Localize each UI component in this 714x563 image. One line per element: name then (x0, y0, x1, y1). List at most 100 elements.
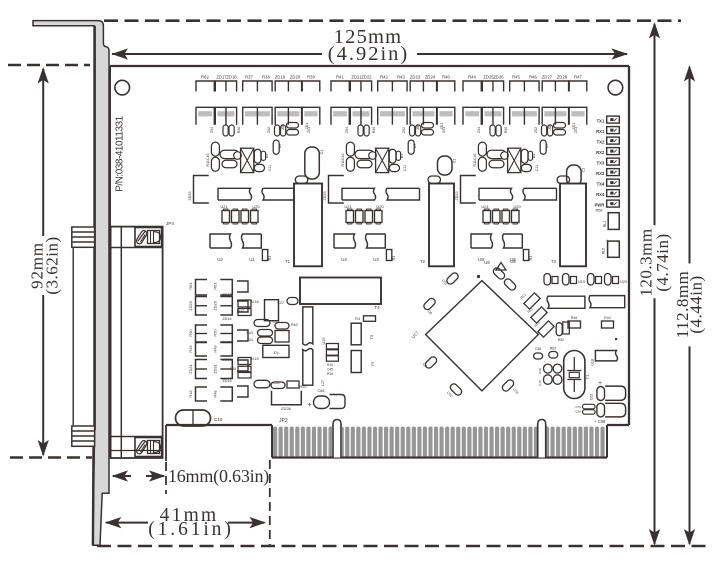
svg-text:ZD25: ZD25 (483, 75, 494, 80)
svg-text:R48: R48 (188, 390, 193, 397)
svg-text:C45: C45 (327, 368, 333, 372)
svg-text:R48: R48 (213, 390, 218, 397)
svg-text:C9: C9 (422, 362, 428, 368)
svg-text:RL2: RL2 (527, 307, 534, 314)
svg-text:ZD19: ZD19 (275, 75, 286, 80)
svg-text:ZD26: ZD26 (281, 406, 292, 411)
svg-text:C9: C9 (278, 144, 282, 149)
svg-text:D1: D1 (400, 154, 404, 159)
svg-text:U8: U8 (478, 257, 484, 262)
svg-text:U3: U3 (373, 257, 379, 262)
svg-text:R39: R39 (307, 75, 315, 80)
svg-text:R1: R1 (392, 256, 396, 261)
svg-text:C9: C9 (413, 144, 417, 149)
svg-text:RU2: RU2 (237, 309, 244, 313)
svg-text:ZD17: ZD17 (216, 75, 227, 80)
svg-text:RL5: RL5 (602, 248, 606, 255)
svg-text:R41: R41 (336, 75, 344, 80)
svg-text:+ C98: + C98 (594, 419, 606, 424)
svg-text:U20: U20 (252, 204, 260, 209)
svg-text:16mm(0.63in): 16mm(0.63in) (168, 466, 269, 487)
svg-text:R10: R10 (327, 363, 333, 367)
svg-text:ZD29: ZD29 (188, 301, 193, 311)
svg-text:ZD1: ZD1 (440, 123, 444, 130)
svg-text:ZD27: ZD27 (542, 75, 553, 80)
svg-text:C15: C15 (538, 380, 542, 386)
svg-text:Z04: Z04 (477, 127, 481, 133)
svg-text:U18: U18 (591, 359, 595, 366)
svg-text:JP4: JP4 (166, 221, 174, 226)
svg-text:U21: U21 (344, 204, 352, 209)
svg-text:R44: R44 (468, 75, 476, 80)
svg-text:R49: R49 (188, 345, 193, 352)
svg-text:R1: R1 (529, 256, 533, 261)
svg-text:R11C46: R11C46 (341, 154, 345, 167)
svg-text:R52: R52 (558, 338, 564, 342)
svg-text:-D(-: -D(- (273, 350, 281, 355)
svg-text:C1: C1 (582, 168, 586, 173)
svg-text:D1: D1 (265, 154, 269, 159)
svg-text:C53: C53 (512, 388, 519, 395)
svg-text:C11: C11 (268, 165, 272, 171)
svg-text:U15: U15 (251, 356, 259, 361)
svg-text:T6: T6 (370, 361, 375, 366)
svg-text:C56: C56 (535, 347, 541, 351)
svg-text:R26: R26 (538, 368, 542, 374)
svg-text:C25: C25 (273, 320, 280, 324)
svg-text:R43: R43 (397, 75, 405, 80)
svg-text:+: + (307, 402, 311, 409)
svg-text:CA3: CA3 (246, 331, 253, 335)
svg-text:112.8mm: 112.8mm (673, 271, 692, 339)
svg-text:R37: R37 (245, 75, 253, 80)
svg-text:ZD28: ZD28 (557, 75, 568, 80)
svg-text:Z04: Z04 (210, 127, 214, 133)
svg-text:R11C46: R11C46 (473, 154, 477, 167)
svg-text:(1.61in): (1.61in) (148, 519, 233, 540)
svg-text:R42: R42 (380, 75, 388, 80)
svg-text:RL1: RL1 (520, 293, 527, 300)
svg-text:R45: R45 (512, 75, 520, 80)
svg-text:R62: R62 (550, 347, 556, 351)
svg-text:R30: R30 (237, 127, 241, 134)
svg-text:U20: U20 (513, 204, 521, 209)
svg-text:(4.44in): (4.44in) (687, 275, 706, 333)
svg-text:R16: R16 (327, 372, 333, 376)
svg-text:ZD24: ZD24 (425, 75, 436, 80)
svg-text:ZD1: ZD1 (305, 123, 309, 130)
svg-text:U6: U6 (484, 260, 490, 265)
svg-text:C9: C9 (545, 144, 549, 149)
svg-text:ZD31: ZD31 (213, 364, 218, 374)
svg-text:U1: U1 (249, 257, 255, 262)
svg-text:C62: C62 (590, 394, 594, 400)
svg-text:RJ6: RJ6 (230, 367, 236, 371)
svg-text:ZD14: ZD14 (222, 317, 231, 321)
svg-text:U17: U17 (410, 330, 419, 339)
svg-text:U19: U19 (578, 280, 585, 284)
svg-text:ZD20: ZD20 (290, 75, 301, 80)
svg-text:+: + (607, 210, 610, 215)
svg-text:41mm: 41mm (160, 505, 219, 526)
svg-text:U5: U5 (510, 259, 516, 264)
svg-text:JD2: JD2 (281, 124, 285, 130)
svg-text:U21: U21 (481, 204, 489, 209)
svg-text:TX2: TX2 (597, 139, 605, 144)
svg-text:Y1: Y1 (585, 374, 590, 380)
svg-text:92mm: 92mm (27, 242, 46, 289)
svg-text:P/N:038-41011331: P/N:038-41011331 (114, 115, 125, 191)
svg-text:ZD1: ZD1 (572, 123, 576, 130)
svg-text:R44: R44 (604, 316, 610, 320)
svg-text:U29: U29 (620, 280, 627, 284)
svg-text:JP2: JP2 (279, 418, 288, 424)
svg-text:R40: R40 (442, 75, 450, 80)
svg-text:ZD13: ZD13 (222, 292, 233, 297)
svg-text:R1: R1 (268, 256, 272, 261)
svg-text:T5: T5 (369, 334, 374, 339)
svg-text:R11C46: R11C46 (206, 154, 210, 167)
svg-text:T2: T2 (420, 259, 426, 264)
svg-text:Z01: Z01 (574, 127, 578, 133)
svg-text:C68: C68 (318, 389, 325, 393)
svg-text:R47: R47 (574, 75, 582, 80)
svg-text:RL4: RL4 (603, 221, 607, 228)
svg-text:U2: U2 (217, 257, 223, 262)
svg-text:R50: R50 (213, 329, 218, 337)
